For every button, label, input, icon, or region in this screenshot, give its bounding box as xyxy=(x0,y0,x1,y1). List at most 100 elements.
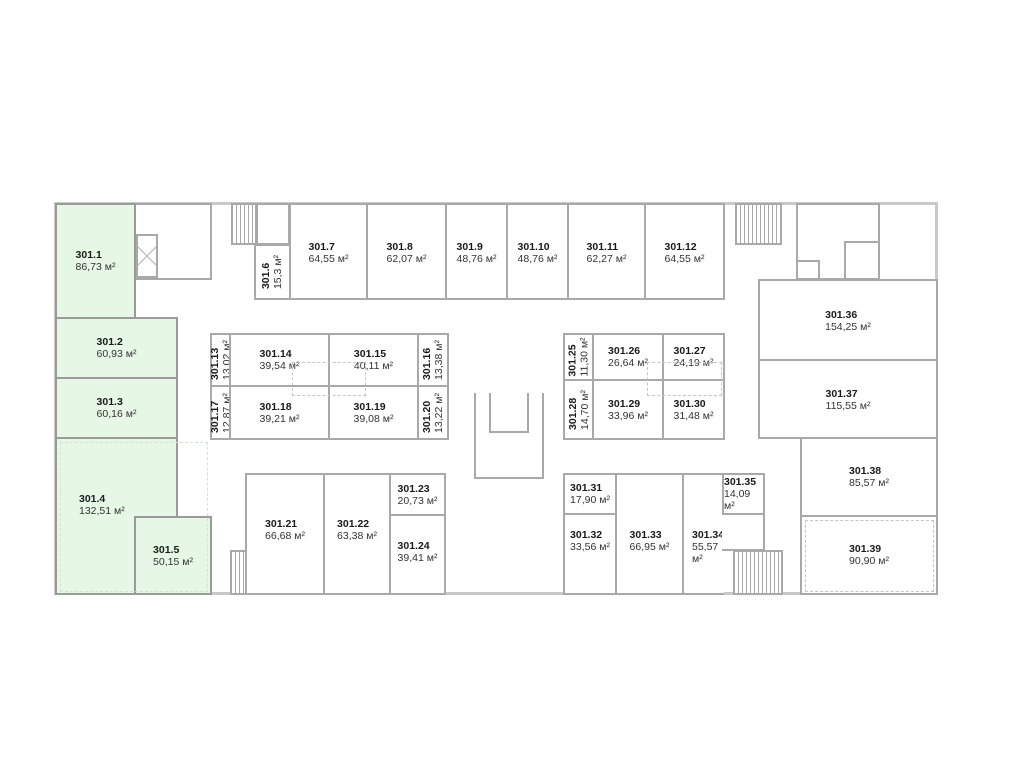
room-area: 39,08 м² xyxy=(353,412,394,425)
room-area: 154,25 м² xyxy=(825,321,871,333)
room-area: 86,73 м² xyxy=(75,261,116,273)
room-number: 301.15 xyxy=(353,348,387,360)
restroom-stall xyxy=(844,241,880,280)
staircase-top-right xyxy=(735,203,782,245)
room-number: 301.33 xyxy=(629,529,662,541)
room-number: 301.14 xyxy=(259,348,292,360)
room-number: 301.28 xyxy=(566,397,579,430)
room-number: 301.32 xyxy=(570,529,603,541)
room-number: 301.6 xyxy=(260,262,273,290)
room-number: 301.13 xyxy=(208,347,221,380)
room-number: 301.24 xyxy=(397,540,430,552)
room-number: 301.25 xyxy=(566,344,579,377)
room-number: 301.12 xyxy=(664,241,697,253)
room-area: 62,27 м² xyxy=(586,253,627,265)
elevator-icon xyxy=(136,234,158,278)
room-area: 13,22 м² xyxy=(433,392,446,433)
room-number: 301.10 xyxy=(517,241,550,253)
room-area: 62,07 м² xyxy=(386,253,427,265)
room-number: 301.8 xyxy=(386,241,413,253)
room-number: 301.26 xyxy=(608,345,641,357)
dashed-outline xyxy=(292,362,366,396)
room-area: 11,30 м² xyxy=(578,337,591,377)
room-number: 301.38 xyxy=(849,465,882,477)
room-number: 301.7 xyxy=(308,241,335,253)
room-area: 115,55 м² xyxy=(825,400,871,412)
room-area: 17,90 м² xyxy=(570,494,610,506)
room-number: 301.36 xyxy=(825,309,858,321)
room-number: 301.20 xyxy=(421,400,434,433)
room-number: 301.29 xyxy=(608,397,641,410)
staircase-bottom-right xyxy=(733,550,783,595)
room-area: 132,51 м² xyxy=(79,505,125,517)
room-area: 39,21 м² xyxy=(259,412,300,425)
room-number: 301.35 xyxy=(724,476,757,488)
room-number: 301.3 xyxy=(96,396,123,408)
room-number: 301.9 xyxy=(456,241,483,253)
room-area: 31,48 м² xyxy=(673,409,714,422)
room-area: 60,93 м² xyxy=(96,348,137,360)
room-area: 66,68 м² xyxy=(265,530,305,542)
room-area: 48,76 м² xyxy=(456,253,497,265)
dashed-outline xyxy=(60,442,208,592)
room-number: 301.34 xyxy=(692,529,725,541)
room-area: 50,15 м² xyxy=(153,555,193,568)
room-number: 301.19 xyxy=(353,400,386,413)
room-area: 40,11 м² xyxy=(353,360,394,372)
room-number: 301.22 xyxy=(337,518,370,530)
room-area: 66,95 м² xyxy=(629,541,670,553)
room-area: 13,38 м² xyxy=(433,340,446,380)
room-number: 301.30 xyxy=(673,397,706,410)
room-area: 14,70 м² xyxy=(578,389,591,430)
room-number: 301.2 xyxy=(96,336,123,348)
room-number: 301.37 xyxy=(825,388,858,400)
room-number: 301.17 xyxy=(208,400,221,433)
dashed-outline xyxy=(805,520,934,592)
staircase-top-left xyxy=(231,203,257,245)
room-number: 301.21 xyxy=(265,518,298,530)
room-number: 301.39 xyxy=(849,543,882,555)
room-area: 60,16 м² xyxy=(96,408,137,420)
room-area: 20,73 м² xyxy=(397,494,438,507)
room-area: 15,3 м² xyxy=(272,254,285,290)
room-area: 90,90 м² xyxy=(849,555,889,567)
room-number: 301.23 xyxy=(397,482,430,495)
room-area: 39,41 м² xyxy=(397,552,438,564)
